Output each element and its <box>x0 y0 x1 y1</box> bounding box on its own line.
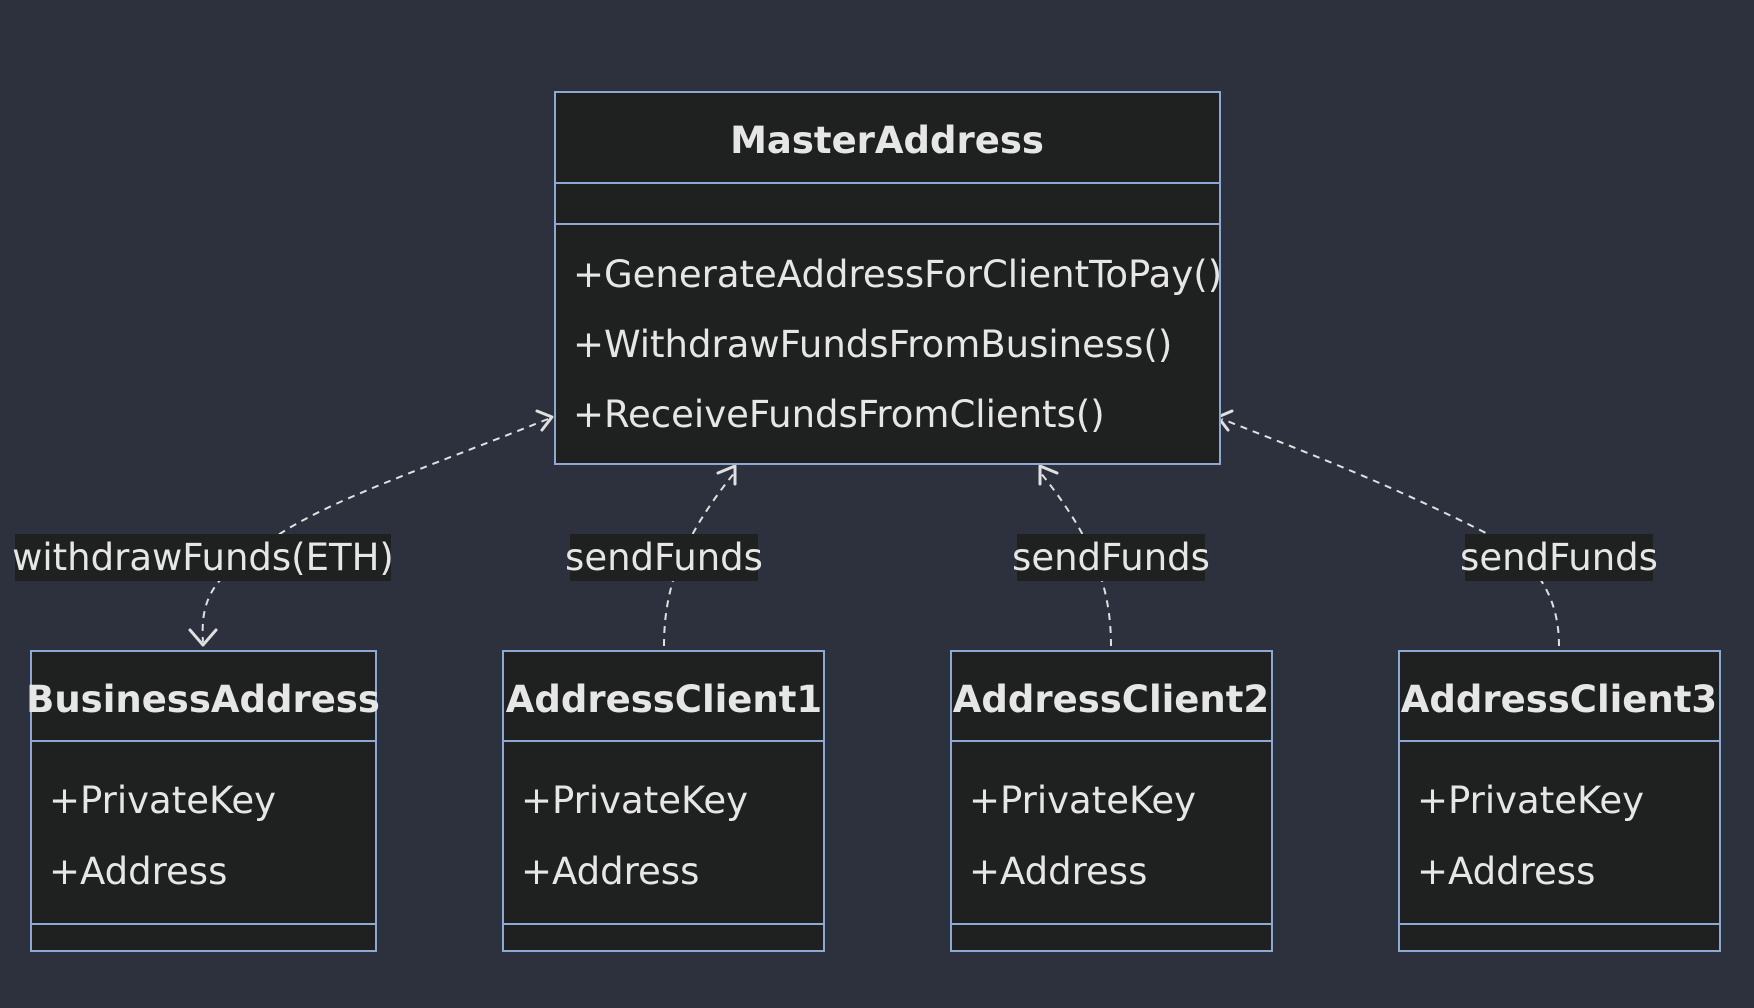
class-business-address-attribute: +Address <box>49 850 227 893</box>
class-address-client3-title: AddressClient3 <box>1401 678 1717 721</box>
class-business-address-title: BusinessAddress <box>26 678 380 721</box>
class-address-client3[interactable]: AddressClient3 +PrivateKey +Address <box>1398 650 1721 952</box>
class-master-address-method: +WithdrawFundsFromBusiness() <box>573 323 1172 366</box>
edge-send-funds-client3 <box>1221 418 1560 647</box>
edge-send-funds-client1-arrow <box>716 464 737 486</box>
class-master-address-method: +GenerateAddressForClientToPay() <box>573 253 1222 296</box>
class-master-address-title: MasterAddress <box>730 119 1044 162</box>
edge-label-send-funds-1-text: sendFunds <box>565 536 763 579</box>
edge-label-withdraw-funds-text: withdrawFunds(ETH) <box>12 536 394 579</box>
edge-withdraw-funds-arrow-master <box>535 409 554 432</box>
class-address-client2-attribute: +Address <box>969 850 1147 893</box>
class-master-address[interactable]: MasterAddress +GenerateAddressForClientT… <box>554 91 1222 465</box>
class-address-client1-title: AddressClient1 <box>506 678 822 721</box>
edge-label-send-funds-3: sendFunds <box>1460 534 1658 581</box>
edge-send-funds-client2-arrow <box>1038 464 1059 486</box>
edge-withdraw-funds <box>201 418 549 643</box>
class-address-client2-attribute: +PrivateKey <box>969 779 1196 822</box>
class-address-client2[interactable]: AddressClient2 +PrivateKey +Address <box>950 650 1273 952</box>
edge-labels: withdrawFunds(ETH) sendFunds sendFunds s… <box>12 534 1658 581</box>
edge-withdraw-funds-arrow-business <box>188 628 218 647</box>
class-address-client1-attribute: +Address <box>521 850 699 893</box>
edge-label-send-funds-2-text: sendFunds <box>1012 536 1210 579</box>
edge-label-withdraw-funds: withdrawFunds(ETH) <box>12 534 394 581</box>
edge-label-send-funds-1: sendFunds <box>565 534 763 581</box>
class-address-client3-attribute: +Address <box>1417 850 1595 893</box>
class-address-client2-title: AddressClient2 <box>953 678 1269 721</box>
edge-label-send-funds-3-text: sendFunds <box>1460 536 1658 579</box>
class-business-address[interactable]: BusinessAddress +PrivateKey +Address <box>26 650 380 952</box>
class-address-client1-attribute: +PrivateKey <box>521 779 748 822</box>
class-address-client1[interactable]: AddressClient1 +PrivateKey +Address <box>502 650 825 952</box>
edge-label-send-funds-2: sendFunds <box>1012 534 1210 581</box>
class-business-address-attribute: +PrivateKey <box>49 779 276 822</box>
class-master-address-method: +ReceiveFundsFromClients() <box>573 393 1105 436</box>
class-address-client3-attribute: +PrivateKey <box>1417 779 1644 822</box>
